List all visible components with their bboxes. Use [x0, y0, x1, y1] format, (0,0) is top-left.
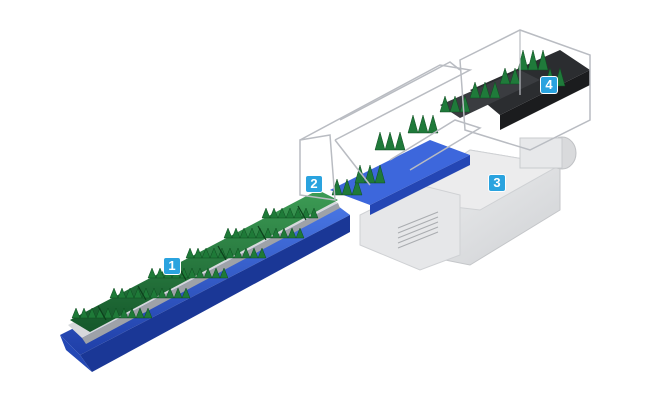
callout-3-badge: 3 — [489, 175, 505, 191]
callout-2-badge: 2 — [306, 176, 322, 192]
packer-unit — [439, 29, 591, 151]
lane-dividers — [97, 205, 307, 321]
guard-frame — [299, 61, 482, 201]
grouping-conveyor — [330, 114, 470, 215]
callout-4-badge: 4 — [541, 77, 557, 93]
machine-vents — [397, 211, 439, 249]
callout-1-badge: 1 — [164, 258, 180, 274]
